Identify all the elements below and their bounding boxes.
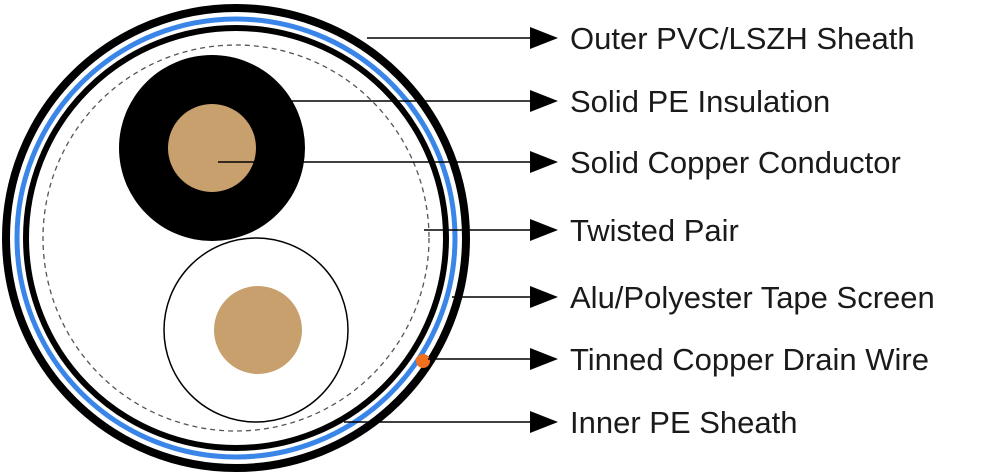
inner-sheath-ring [23,25,449,451]
arrowhead-outer-sheath [530,27,558,49]
label-tape-screen: Alu/Polyester Tape Screen [570,280,935,315]
arrowhead-conductor [530,151,558,173]
insulated-core-bottom-conductor [214,286,302,374]
arrowhead-twisted-pair [530,219,558,241]
label-insulation: Solid PE Insulation [570,84,830,119]
arrowhead-tape-screen [530,286,558,308]
cable-cross-section [2,4,470,472]
label-inner-sheath: Inner PE Sheath [570,405,798,440]
outer-sheath-ring [2,4,470,472]
component-labels: Outer PVC/LSZH Sheath Solid PE Insulatio… [570,21,935,440]
leader-lines [218,37,532,423]
arrowhead-drain-wire [530,348,558,370]
drain-wire-dot [416,354,430,368]
arrowhead-insulation [530,90,558,112]
arrowhead-inner-sheath [530,411,558,433]
label-outer-sheath: Outer PVC/LSZH Sheath [570,21,915,56]
label-twisted-pair: Twisted Pair [570,213,739,248]
label-drain-wire: Tinned Copper Drain Wire [570,342,929,377]
label-conductor: Solid Copper Conductor [570,145,901,180]
arrowheads [530,27,558,433]
insulated-core-top-conductor [168,104,256,192]
twisted-pair-dashed-boundary [42,44,430,432]
tape-screen-ring [14,16,458,460]
